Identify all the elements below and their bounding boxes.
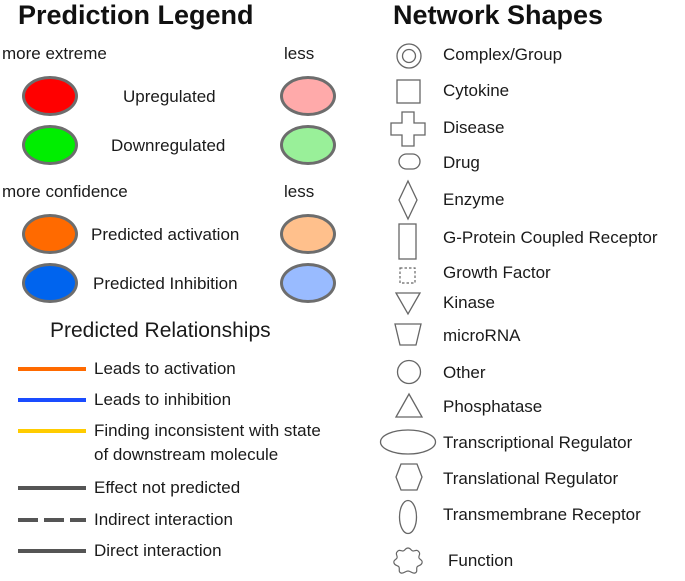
tall-rectangle-icon [398,223,417,260]
effect-not-predicted-line [18,486,86,490]
prediction-legend-title: Prediction Legend [18,0,254,30]
triangle-icon [394,392,424,418]
activation-line [18,367,86,371]
inconsistent-line [18,429,86,433]
inconsistent-label-line1: Finding inconsistent with state [94,421,321,440]
downregulated-weak-swatch [280,125,336,165]
direct-interaction-line [18,549,86,553]
predicted-activation-label: Predicted activation [91,225,240,244]
predicted-activation-strong-swatch [22,214,78,254]
network-shape-label: Disease [443,118,505,137]
predicted-inhibition-strong-swatch [22,263,78,303]
more-confidence-label: more confidence [2,182,128,201]
predicted-activation-weak-swatch [280,214,336,254]
effect-not-predicted-label: Effect not predicted [94,478,241,497]
capsule-icon [398,153,421,170]
network-shape-label: Function [448,551,514,570]
predicted-inhibition-label: Predicted Inhibition [93,274,238,293]
more-extreme-label: more extreme [2,44,107,63]
diamond-icon [398,179,418,221]
inconsistent-label-line2: of downstream molecule [94,445,279,464]
network-shapes-title: Network Shapes [393,0,604,30]
network-shape-label: microRNA [443,326,521,345]
network-shape-label: Transmembrane Receptor [443,505,641,524]
network-shape-label: Growth Factor [443,263,551,282]
down-triangle-icon [394,292,422,316]
predicted-inhibition-weak-swatch [280,263,336,303]
network-shape-label: Cytokine [443,81,510,100]
leads-inhibition-label: Leads to inhibition [94,390,232,409]
upregulated-label: Upregulated [123,87,216,106]
less-label-extreme: less [284,44,315,63]
double-circle-icon [396,43,422,69]
direct-interaction-label: Direct interaction [94,541,222,560]
indirect-interaction-label: Indirect interaction [94,510,233,529]
network-shape-label: Complex/Group [443,45,563,64]
relationships-title: Predicted Relationships [50,319,271,342]
network-shape-label: Phosphatase [443,397,543,416]
vertical-ellipse-icon [398,499,418,535]
network-shape-label: Other [443,363,486,382]
wide-ellipse-icon [379,429,437,455]
inhibition-line [18,398,86,402]
circle-icon [396,359,422,385]
downregulated-strong-swatch [22,125,78,165]
hexagon-icon [395,463,423,491]
network-shape-label: Drug [443,153,480,172]
network-shape-label: Kinase [443,293,495,312]
upregulated-strong-swatch [22,76,78,116]
network-shape-label: Enzyme [443,190,505,209]
downregulated-label: Downregulated [111,136,226,155]
less-label-confidence: less [284,182,315,201]
indirect-interaction-line [18,518,86,522]
square-icon [396,79,421,104]
network-shape-label: Translational Regulator [443,469,619,488]
dashed-square-icon [399,267,416,284]
network-shape-label: Transcriptional Regulator [443,433,633,452]
cross-icon [390,111,426,147]
network-shape-label: G-Protein Coupled Receptor [443,228,658,247]
cloud-icon [393,547,423,574]
upregulated-weak-swatch [280,76,336,116]
leads-activation-label: Leads to activation [94,359,236,378]
trapezoid-icon [394,323,422,346]
